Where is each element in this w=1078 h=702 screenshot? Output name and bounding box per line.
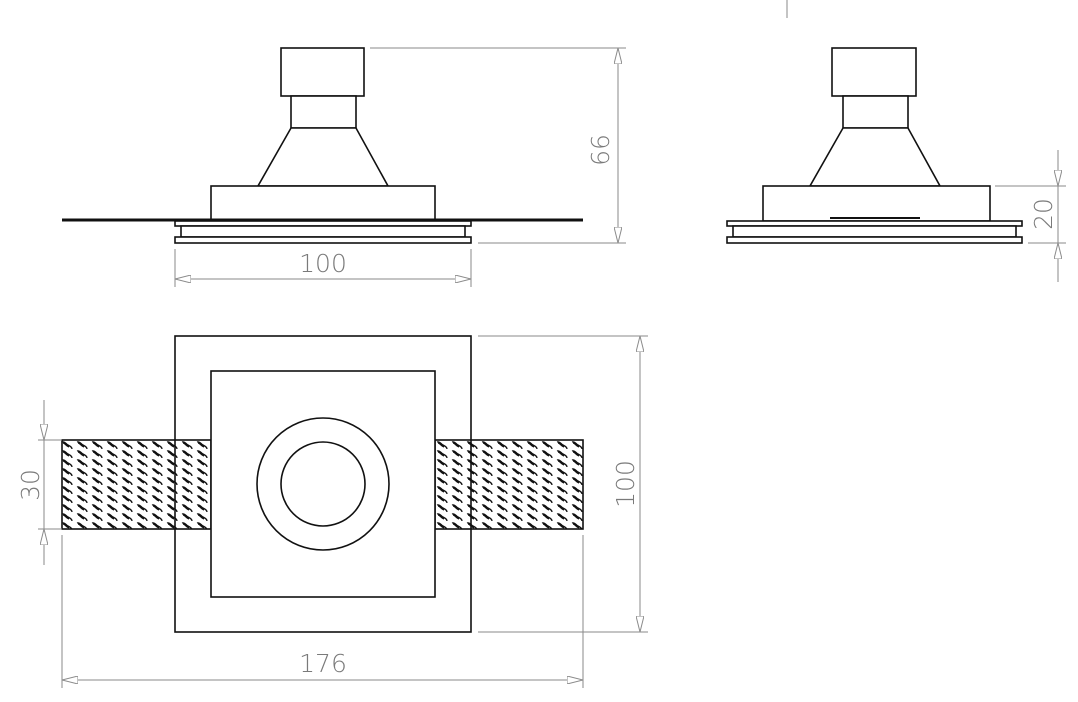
front-neck bbox=[290, 95, 357, 129]
dim-label-20: 20 bbox=[1029, 198, 1058, 230]
top-view bbox=[61, 335, 584, 633]
dimension-front-height: 66 bbox=[370, 47, 626, 244]
front-base-box bbox=[210, 185, 436, 222]
dim-label-176: 176 bbox=[299, 649, 347, 678]
top-outer-square bbox=[174, 335, 472, 633]
front-plate-mid bbox=[180, 225, 466, 238]
front-plate-bottom bbox=[174, 236, 472, 244]
mesh-left bbox=[61, 439, 212, 530]
side-view bbox=[726, 47, 1023, 244]
dimension-front-width: 100 bbox=[174, 249, 472, 287]
side-plate-mid bbox=[732, 225, 1017, 238]
dim-label-100-front: 100 bbox=[299, 249, 347, 278]
front-top-cap bbox=[280, 47, 365, 97]
side-top-cap bbox=[831, 47, 917, 97]
front-cone bbox=[256, 127, 390, 187]
front-view bbox=[62, 47, 583, 244]
side-cone bbox=[808, 127, 942, 187]
dimension-mesh-width: 30 bbox=[16, 400, 62, 565]
mesh-right bbox=[434, 439, 584, 530]
dim-label-100-top: 100 bbox=[611, 460, 640, 508]
dim-label-30: 30 bbox=[16, 469, 45, 501]
top-inner-ring bbox=[280, 441, 366, 527]
dimension-total-width: 176 bbox=[61, 535, 584, 688]
dimension-top-height: 100 bbox=[478, 335, 648, 633]
side-neck bbox=[842, 95, 909, 129]
side-base-box bbox=[762, 185, 991, 222]
side-plate-bottom bbox=[726, 236, 1023, 244]
dim-label-66: 66 bbox=[586, 134, 615, 166]
dimension-side-height: 20 bbox=[995, 150, 1066, 282]
